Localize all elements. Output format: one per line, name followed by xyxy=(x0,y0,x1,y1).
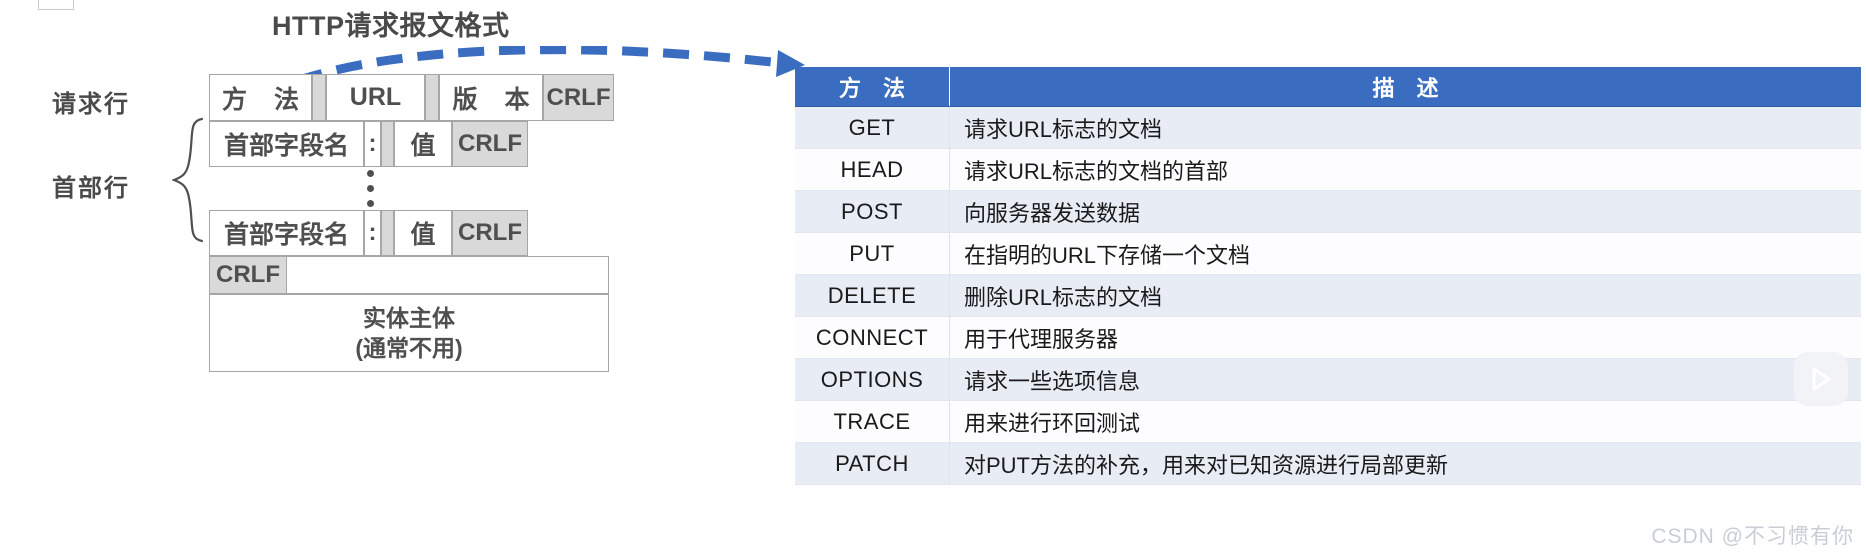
cell-method-name: POST xyxy=(795,190,950,233)
cell-method-name: PUT xyxy=(795,232,950,275)
cell-colon-1: : xyxy=(364,121,381,167)
table-row: DELETE 删除URL标志的文档 xyxy=(795,274,1861,317)
cell-method-name: DELETE xyxy=(795,274,950,317)
entity-body-box: 实体主体 (通常不用) xyxy=(209,294,609,372)
http-methods-table: 方 法 描 述 GET 请求URL标志的文档 HEAD 请求URL标志的文档的首… xyxy=(795,67,1861,485)
cell-header-value-2: 值 xyxy=(394,210,452,256)
cell-header-field-name-2: 首部字段名 xyxy=(209,210,364,256)
cell-method-description: 请求一些选项信息 xyxy=(949,358,1861,401)
cell-space-1 xyxy=(312,74,326,121)
header-line-row-1: 首部字段名 : 值 CRLF xyxy=(209,121,614,167)
header-line-row-2: 首部字段名 : 值 CRLF xyxy=(209,210,614,256)
cell-method-description: 用来进行环回测试 xyxy=(949,400,1861,443)
cell-space-3 xyxy=(381,121,394,167)
cell-url: URL xyxy=(326,74,425,121)
table-row: PATCH 对PUT方法的补充，用来对已知资源进行局部更新 xyxy=(795,442,1861,485)
cell-method-description: 请求URL标志的文档 xyxy=(949,106,1861,149)
play-icon xyxy=(1812,367,1831,391)
cell-version: 版 本 xyxy=(439,74,543,121)
column-header-description: 描 述 xyxy=(949,67,1861,107)
entity-body-line-2: (通常不用) xyxy=(355,335,463,361)
blank-line-remainder xyxy=(287,256,609,294)
cell-method-name: GET xyxy=(795,106,950,149)
label-header-lines: 首部行 xyxy=(52,175,130,202)
cell-method-name: TRACE xyxy=(795,400,950,443)
cell-method-description: 向服务器发送数据 xyxy=(949,190,1861,233)
cell-header-field-name-1: 首部字段名 xyxy=(209,121,364,167)
column-header-method: 方 法 xyxy=(795,67,950,107)
request-line-row: 方 法 URL 版 本 CRLF xyxy=(209,74,614,121)
corner-artifact xyxy=(38,0,74,10)
table-row: PUT 在指明的URL下存储一个文档 xyxy=(795,232,1861,275)
cell-method-description: 在指明的URL下存储一个文档 xyxy=(949,232,1861,275)
entity-body-line-1: 实体主体 xyxy=(363,304,455,331)
methods-table-body: GET 请求URL标志的文档 HEAD 请求URL标志的文档的首部 POST 向… xyxy=(795,106,1861,485)
table-row: CONNECT 用于代理服务器 xyxy=(795,316,1861,359)
vertical-ellipsis-dots xyxy=(367,166,374,211)
cell-method-name: OPTIONS xyxy=(795,358,950,401)
cell-method-description: 删除URL标志的文档 xyxy=(949,274,1861,317)
watermark: CSDN @不习惯有你 xyxy=(1651,525,1854,548)
header-lines-brace xyxy=(172,117,204,243)
label-request-line: 请求行 xyxy=(52,91,130,118)
table-row: POST 向服务器发送数据 xyxy=(795,190,1861,233)
methods-table-header-row: 方 法 描 述 xyxy=(795,67,1861,107)
play-badge[interactable] xyxy=(1794,352,1848,406)
cell-method-description: 请求URL标志的文档的首部 xyxy=(949,148,1861,191)
cell-space-4 xyxy=(381,210,394,256)
http-request-message-diagram: 方 法 URL 版 本 CRLF 首部字段名 : 值 CRLF 首部字段名 : … xyxy=(209,74,614,372)
cell-method: 方 法 xyxy=(209,74,312,121)
cell-method-name: PATCH xyxy=(795,442,950,485)
cell-method-name: CONNECT xyxy=(795,316,950,359)
cell-crlf-request-line: CRLF xyxy=(543,74,614,121)
table-row: HEAD 请求URL标志的文档的首部 xyxy=(795,148,1861,191)
vertical-ellipsis xyxy=(209,167,532,210)
table-row: TRACE 用来进行环回测试 xyxy=(795,400,1861,443)
cell-colon-2: : xyxy=(364,210,381,256)
diagram-title: HTTP请求报文格式 xyxy=(272,11,510,41)
methods-table-head: 方 法 描 述 xyxy=(795,67,1861,107)
cell-crlf-header-1: CRLF xyxy=(452,121,528,167)
table-row: GET 请求URL标志的文档 xyxy=(795,106,1861,149)
cell-header-value-1: 值 xyxy=(394,121,452,167)
cell-crlf-header-2: CRLF xyxy=(452,210,528,256)
cell-space-2 xyxy=(425,74,439,121)
cell-method-description: 对PUT方法的补充，用来对已知资源进行局部更新 xyxy=(949,442,1861,485)
cell-crlf-blank-line: CRLF xyxy=(209,256,287,294)
blank-line-row: CRLF xyxy=(209,256,614,294)
cell-method-description: 用于代理服务器 xyxy=(949,316,1861,359)
table-row: OPTIONS 请求一些选项信息 xyxy=(795,358,1861,401)
cell-method-name: HEAD xyxy=(795,148,950,191)
